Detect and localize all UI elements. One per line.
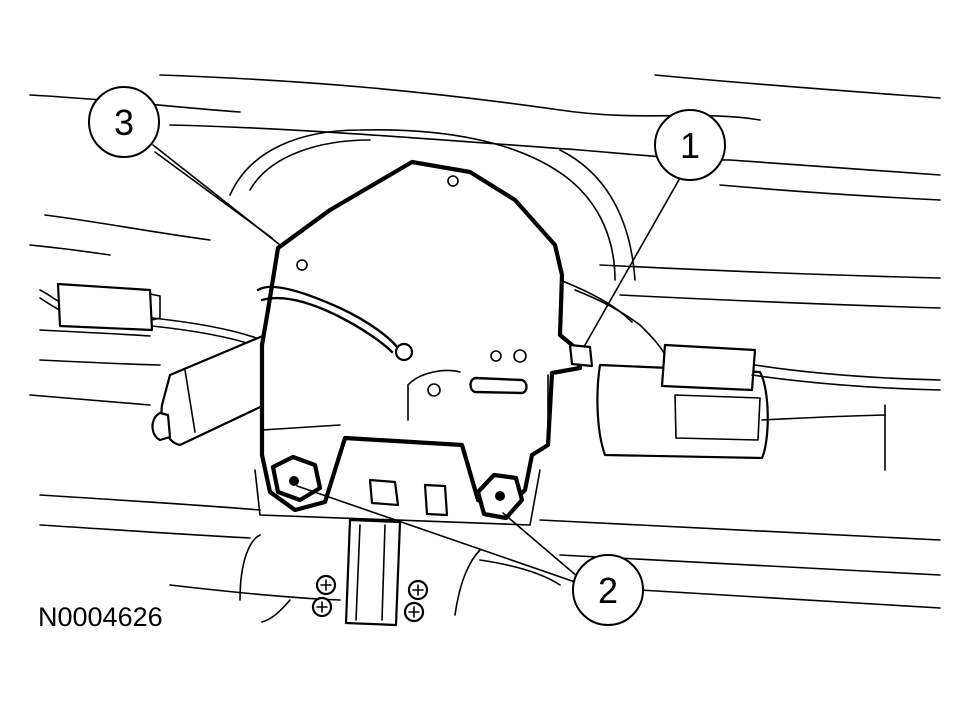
callout-2: 2 — [572, 554, 644, 626]
latch-housing — [256, 159, 594, 513]
right-connector — [559, 279, 941, 471]
callout-2-label: 2 — [598, 570, 618, 611]
body-panel-lines — [29, 74, 941, 609]
callout-1: 1 — [654, 109, 726, 181]
left-connector — [39, 282, 263, 349]
callout-1-label: 1 — [680, 125, 700, 166]
mounting-nut-right — [475, 472, 525, 521]
reference-code: N0004626 — [38, 602, 163, 632]
leader-lines — [152, 144, 681, 583]
mounting-nut-left — [270, 454, 323, 503]
callout-3-label: 3 — [114, 102, 134, 143]
callout-3: 3 — [88, 86, 160, 158]
